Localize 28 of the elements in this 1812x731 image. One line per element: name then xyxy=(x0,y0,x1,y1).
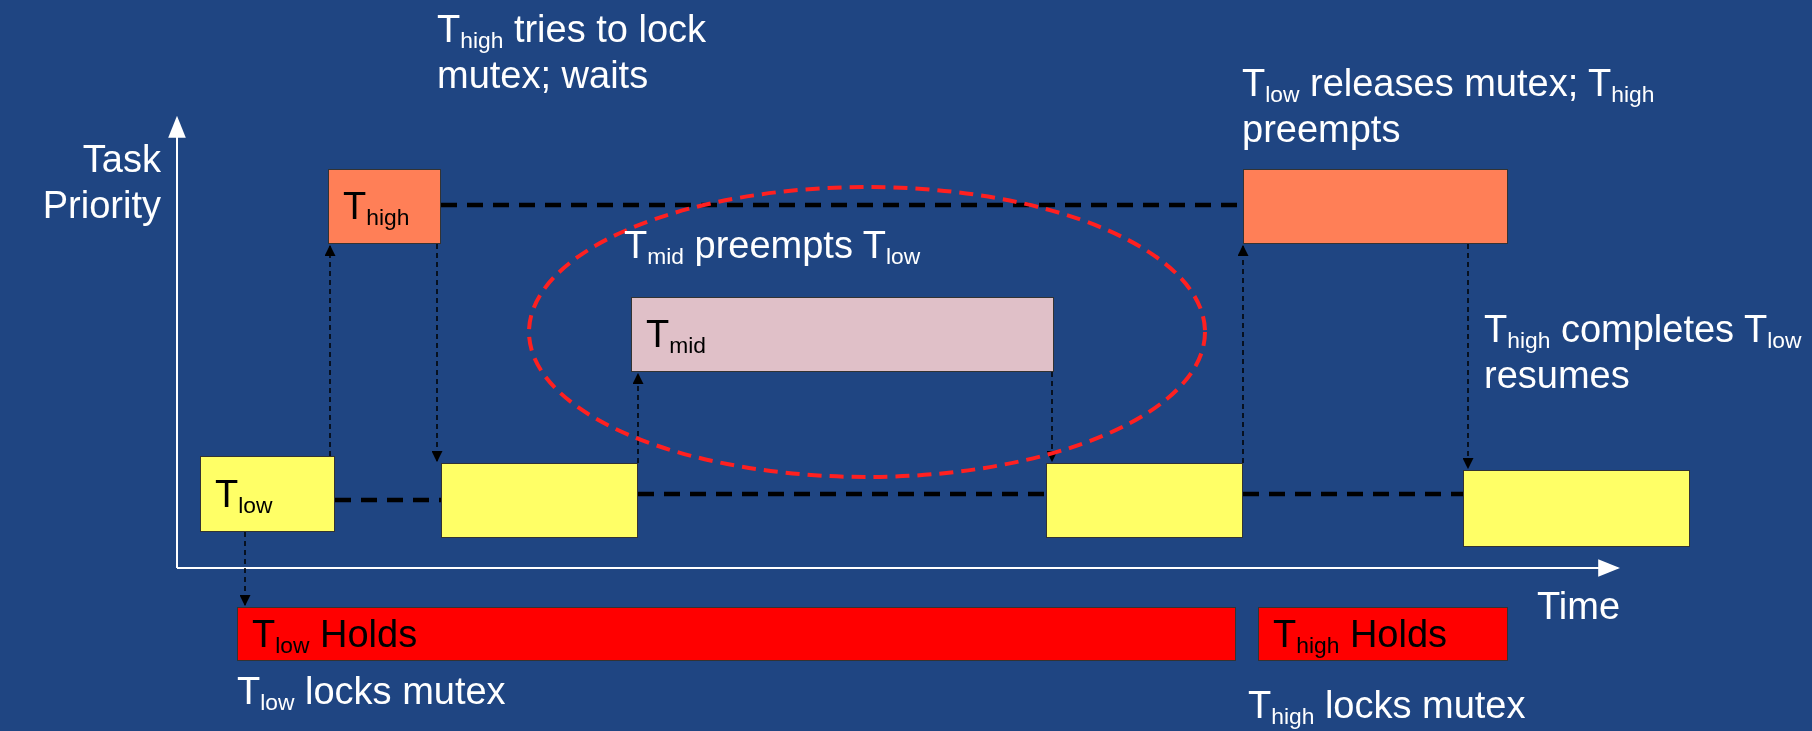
annotation-text: T$_{low}$ locks mutex xyxy=(237,669,507,714)
task-box xyxy=(441,463,638,538)
task-box xyxy=(1463,470,1690,547)
arrow xyxy=(239,531,251,607)
axis-label: Time xyxy=(1537,584,1622,629)
arrow xyxy=(1462,243,1474,470)
mutex-hold-bar: T$_{low}$ Holds xyxy=(237,607,1236,661)
annotation-text: T$_{high}$ completes T$_{low}$ resumes xyxy=(1484,307,1803,398)
axis-label: Task Priority xyxy=(41,137,161,228)
highlight-ellipse xyxy=(526,184,1208,480)
task-box xyxy=(1243,169,1508,244)
dashed-line xyxy=(1243,491,1463,497)
annotation-text: T$_{low}$ releases mutex; T$_{high}$ preempts xyxy=(1242,61,1656,152)
arrow xyxy=(1046,371,1058,463)
annotation-text: T$_{high}$ tries to lock mutex; waits xyxy=(437,7,708,98)
task-box: T$_{mid}$ xyxy=(631,297,1054,372)
mutex-hold-bar: T$_{high}$ Holds xyxy=(1258,607,1508,661)
arrow xyxy=(431,243,443,463)
arrow xyxy=(632,372,644,464)
task-box: T$_{low}$ xyxy=(200,456,335,532)
arrow xyxy=(324,244,336,457)
task-box: T$_{high}$ xyxy=(328,169,441,244)
task-box xyxy=(1046,463,1243,538)
callout-text: T$_{mid}$ preempts T$_{low}$ xyxy=(624,223,921,268)
dashed-line xyxy=(335,497,441,503)
annotation-text: T$_{high}$ locks mutex xyxy=(1248,683,1527,728)
dashed-line xyxy=(638,491,1046,497)
arrow xyxy=(1237,244,1249,464)
